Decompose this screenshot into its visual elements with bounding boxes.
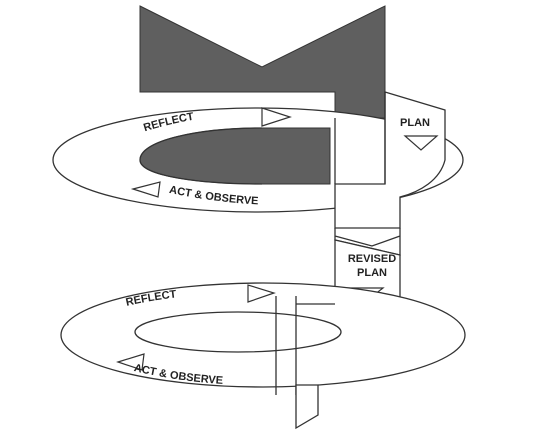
cycle2-tail	[296, 385, 318, 428]
revised-plan-label-line2: PLAN	[357, 267, 387, 279]
top-banner-shape	[140, 6, 385, 118]
cycle2-ring-inner	[135, 312, 341, 352]
revised-plan-label-line1: REVISED	[348, 253, 396, 265]
plan-label: PLAN	[400, 117, 430, 129]
